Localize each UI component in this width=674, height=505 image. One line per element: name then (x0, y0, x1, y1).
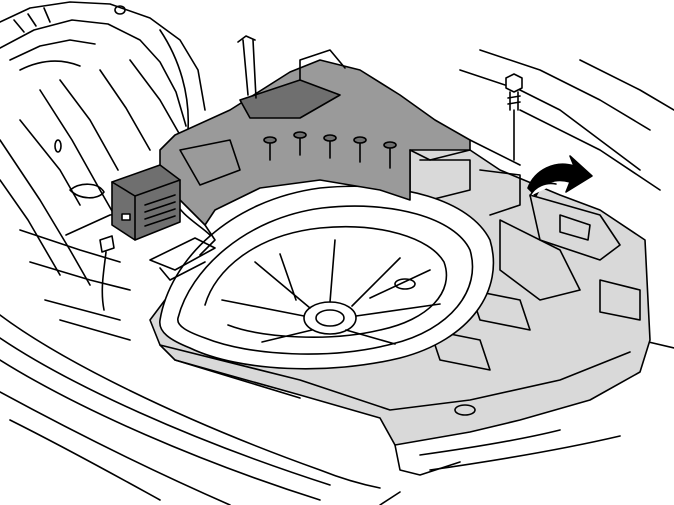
spare-wheel-well (159, 185, 495, 370)
removal-direction-arrow (527, 155, 593, 197)
electronic-module-housing (149, 35, 471, 281)
retaining-bolt (505, 73, 523, 161)
wire-connector (99, 235, 115, 311)
junction-box (111, 164, 181, 241)
